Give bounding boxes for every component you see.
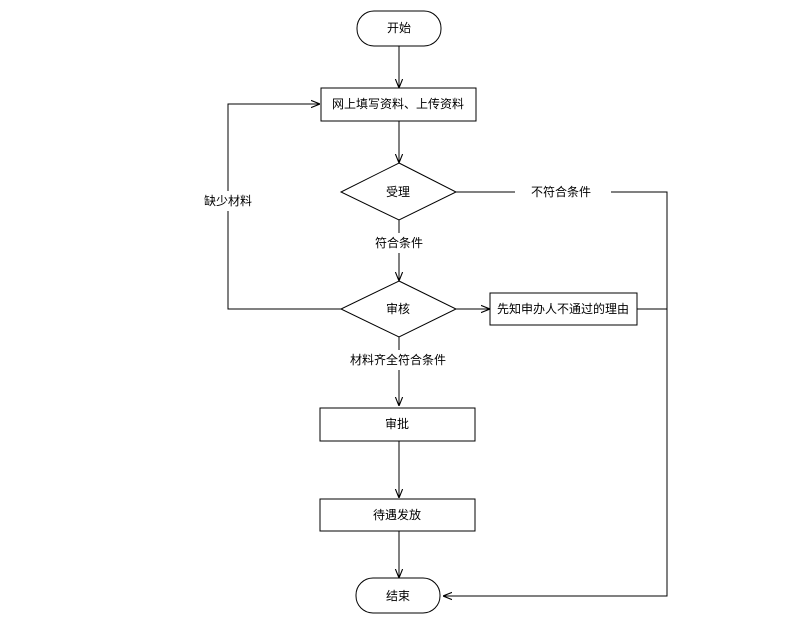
nodes: 开始 网上填写资料、上传资料 受理 审核 先知申办人不通过的理由 审批 待遇发放: [319, 10, 638, 614]
fill-online-label: 网上填写资料、上传资料: [332, 96, 464, 111]
approve-label: 审批: [385, 416, 409, 431]
label-not-eligible: 不符合条件: [531, 184, 591, 199]
notify-reason-label: 先知申办人不通过的理由: [497, 301, 629, 316]
end-node: 结束: [355, 577, 441, 614]
fill-online-box: 网上填写资料、上传资料: [320, 87, 477, 122]
review-label: 审核: [386, 301, 410, 316]
accept-label: 受理: [386, 185, 410, 199]
edge-accept-not-eligible-to-end: [443, 191, 668, 596]
distribute-box: 待遇发放: [319, 498, 476, 532]
end-label: 结束: [386, 589, 410, 603]
label-missing-materials: 缺少材料: [204, 193, 252, 208]
notify-reason-box: 先知申办人不通过的理由: [489, 292, 638, 326]
distribute-label: 待遇发放: [373, 507, 421, 522]
review-decision: 审核: [339, 280, 458, 338]
edge-labels: 缺少材料 不符合条件 符合条件 材料齐全符合条件: [200, 182, 611, 370]
label-materials-complete: 材料齐全符合条件: [350, 352, 446, 367]
accept-decision: 受理: [339, 162, 458, 221]
start-node: 开始: [356, 10, 442, 47]
approve-box: 审批: [319, 407, 476, 442]
label-eligible: 符合条件: [375, 235, 423, 250]
start-label: 开始: [387, 21, 411, 35]
